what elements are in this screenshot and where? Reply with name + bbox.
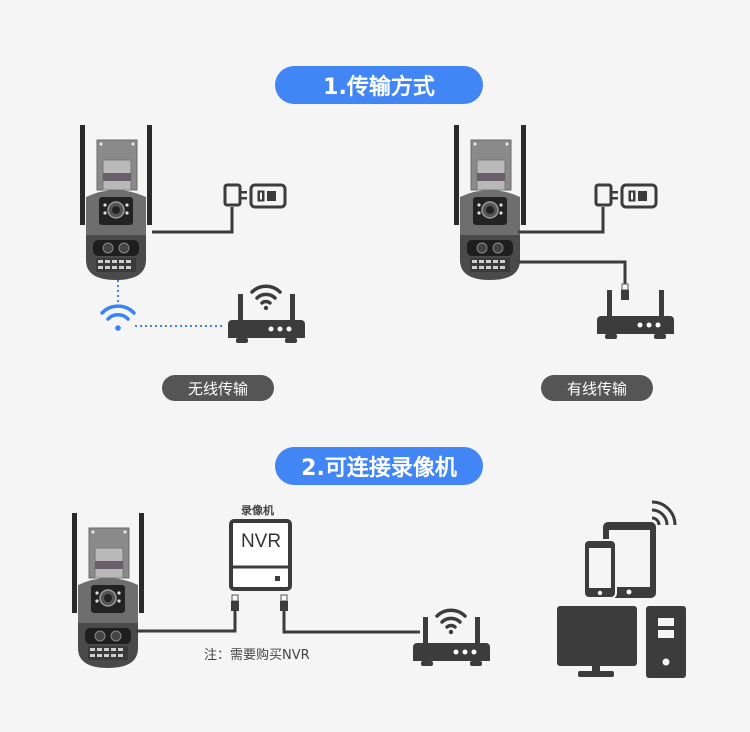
power-adapter-wireless [223,183,287,209]
nvr-plug-right [279,594,289,612]
phone-icon [583,539,617,599]
nvr-router-cable [282,611,420,634]
nvr-box [229,519,292,591]
nvr-purchase-note: 注：需要购买NVR [204,648,310,663]
wired-mode-label: 有线传输 [541,375,653,401]
nvr-device-text: NVR [240,531,282,552]
camera-nvr-cable [136,611,237,633]
ethernet-plug-icon [620,283,630,301]
section-1-title: 1.传输方式 [275,66,483,104]
power-cable-wireless [152,207,234,234]
wireless-signal-icon [651,500,677,526]
ethernet-cable [518,260,627,284]
nvr-caption: 录像机 [241,504,274,517]
wireless-mode-label: 无线传输 [162,375,274,401]
camera-nvr [71,512,145,669]
nvr-plug-left [230,594,240,612]
camera-wired [453,124,527,281]
router-icon [597,290,674,339]
nvr-wifi-router-icon [413,608,490,666]
pc-tower-icon [646,606,686,678]
monitor-icon [557,606,637,677]
power-cable-wired [518,207,605,234]
wifi-blue-icon [100,304,136,331]
camera-wireless [79,124,153,281]
wifi-router-icon [228,284,305,343]
power-adapter-wired [594,183,658,209]
section-2-title: 2.可连接录像机 [275,447,483,485]
